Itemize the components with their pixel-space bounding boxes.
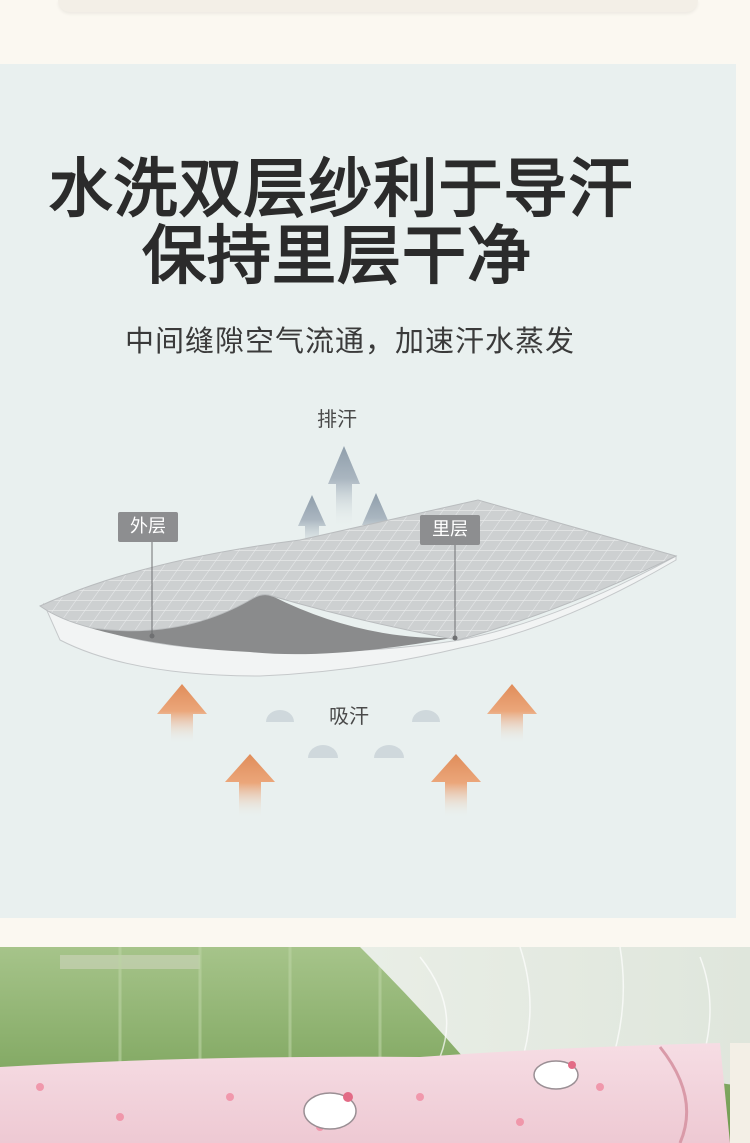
character-print-icon: [303, 1060, 579, 1130]
fabric-outer-layer: [42, 555, 677, 677]
subtitle: 中间缝隙空气流通，加速汗水蒸发: [124, 324, 575, 358]
sweat-drop-icon: [308, 745, 338, 758]
sweat-drop-icon: [412, 710, 440, 722]
inner-layer-tag: 里层: [420, 515, 480, 545]
headline-line-1: 水洗双层纱利于导汗: [48, 153, 634, 227]
outer-leader-dot: [149, 633, 155, 639]
exhaust-label: 排汗: [317, 407, 357, 431]
outer-layer-tag: 外层: [118, 512, 178, 542]
pillow-photo: [0, 947, 750, 1143]
feature-panel: [0, 64, 736, 918]
fabric-diagram: [38, 446, 678, 818]
headline-line-2: 保持里层干净: [142, 220, 532, 294]
inner-leader-dot: [452, 635, 458, 641]
absorb-label: 吸汗: [329, 704, 369, 728]
sweat-drop-icons: [266, 710, 440, 758]
absorb-arrow-top-right: [487, 684, 537, 744]
fabric-inner-layer: [38, 499, 678, 641]
absorb-arrow-bottom-left: [225, 754, 275, 818]
sweat-drop-icon: [266, 710, 294, 722]
sweat-drop-icon: [374, 745, 404, 758]
top-card-edge: [58, 0, 698, 12]
absorb-arrow-bottom-right: [431, 754, 481, 818]
absorb-arrow-top-left: [157, 684, 207, 744]
exhaust-arrow-center: [328, 446, 360, 528]
